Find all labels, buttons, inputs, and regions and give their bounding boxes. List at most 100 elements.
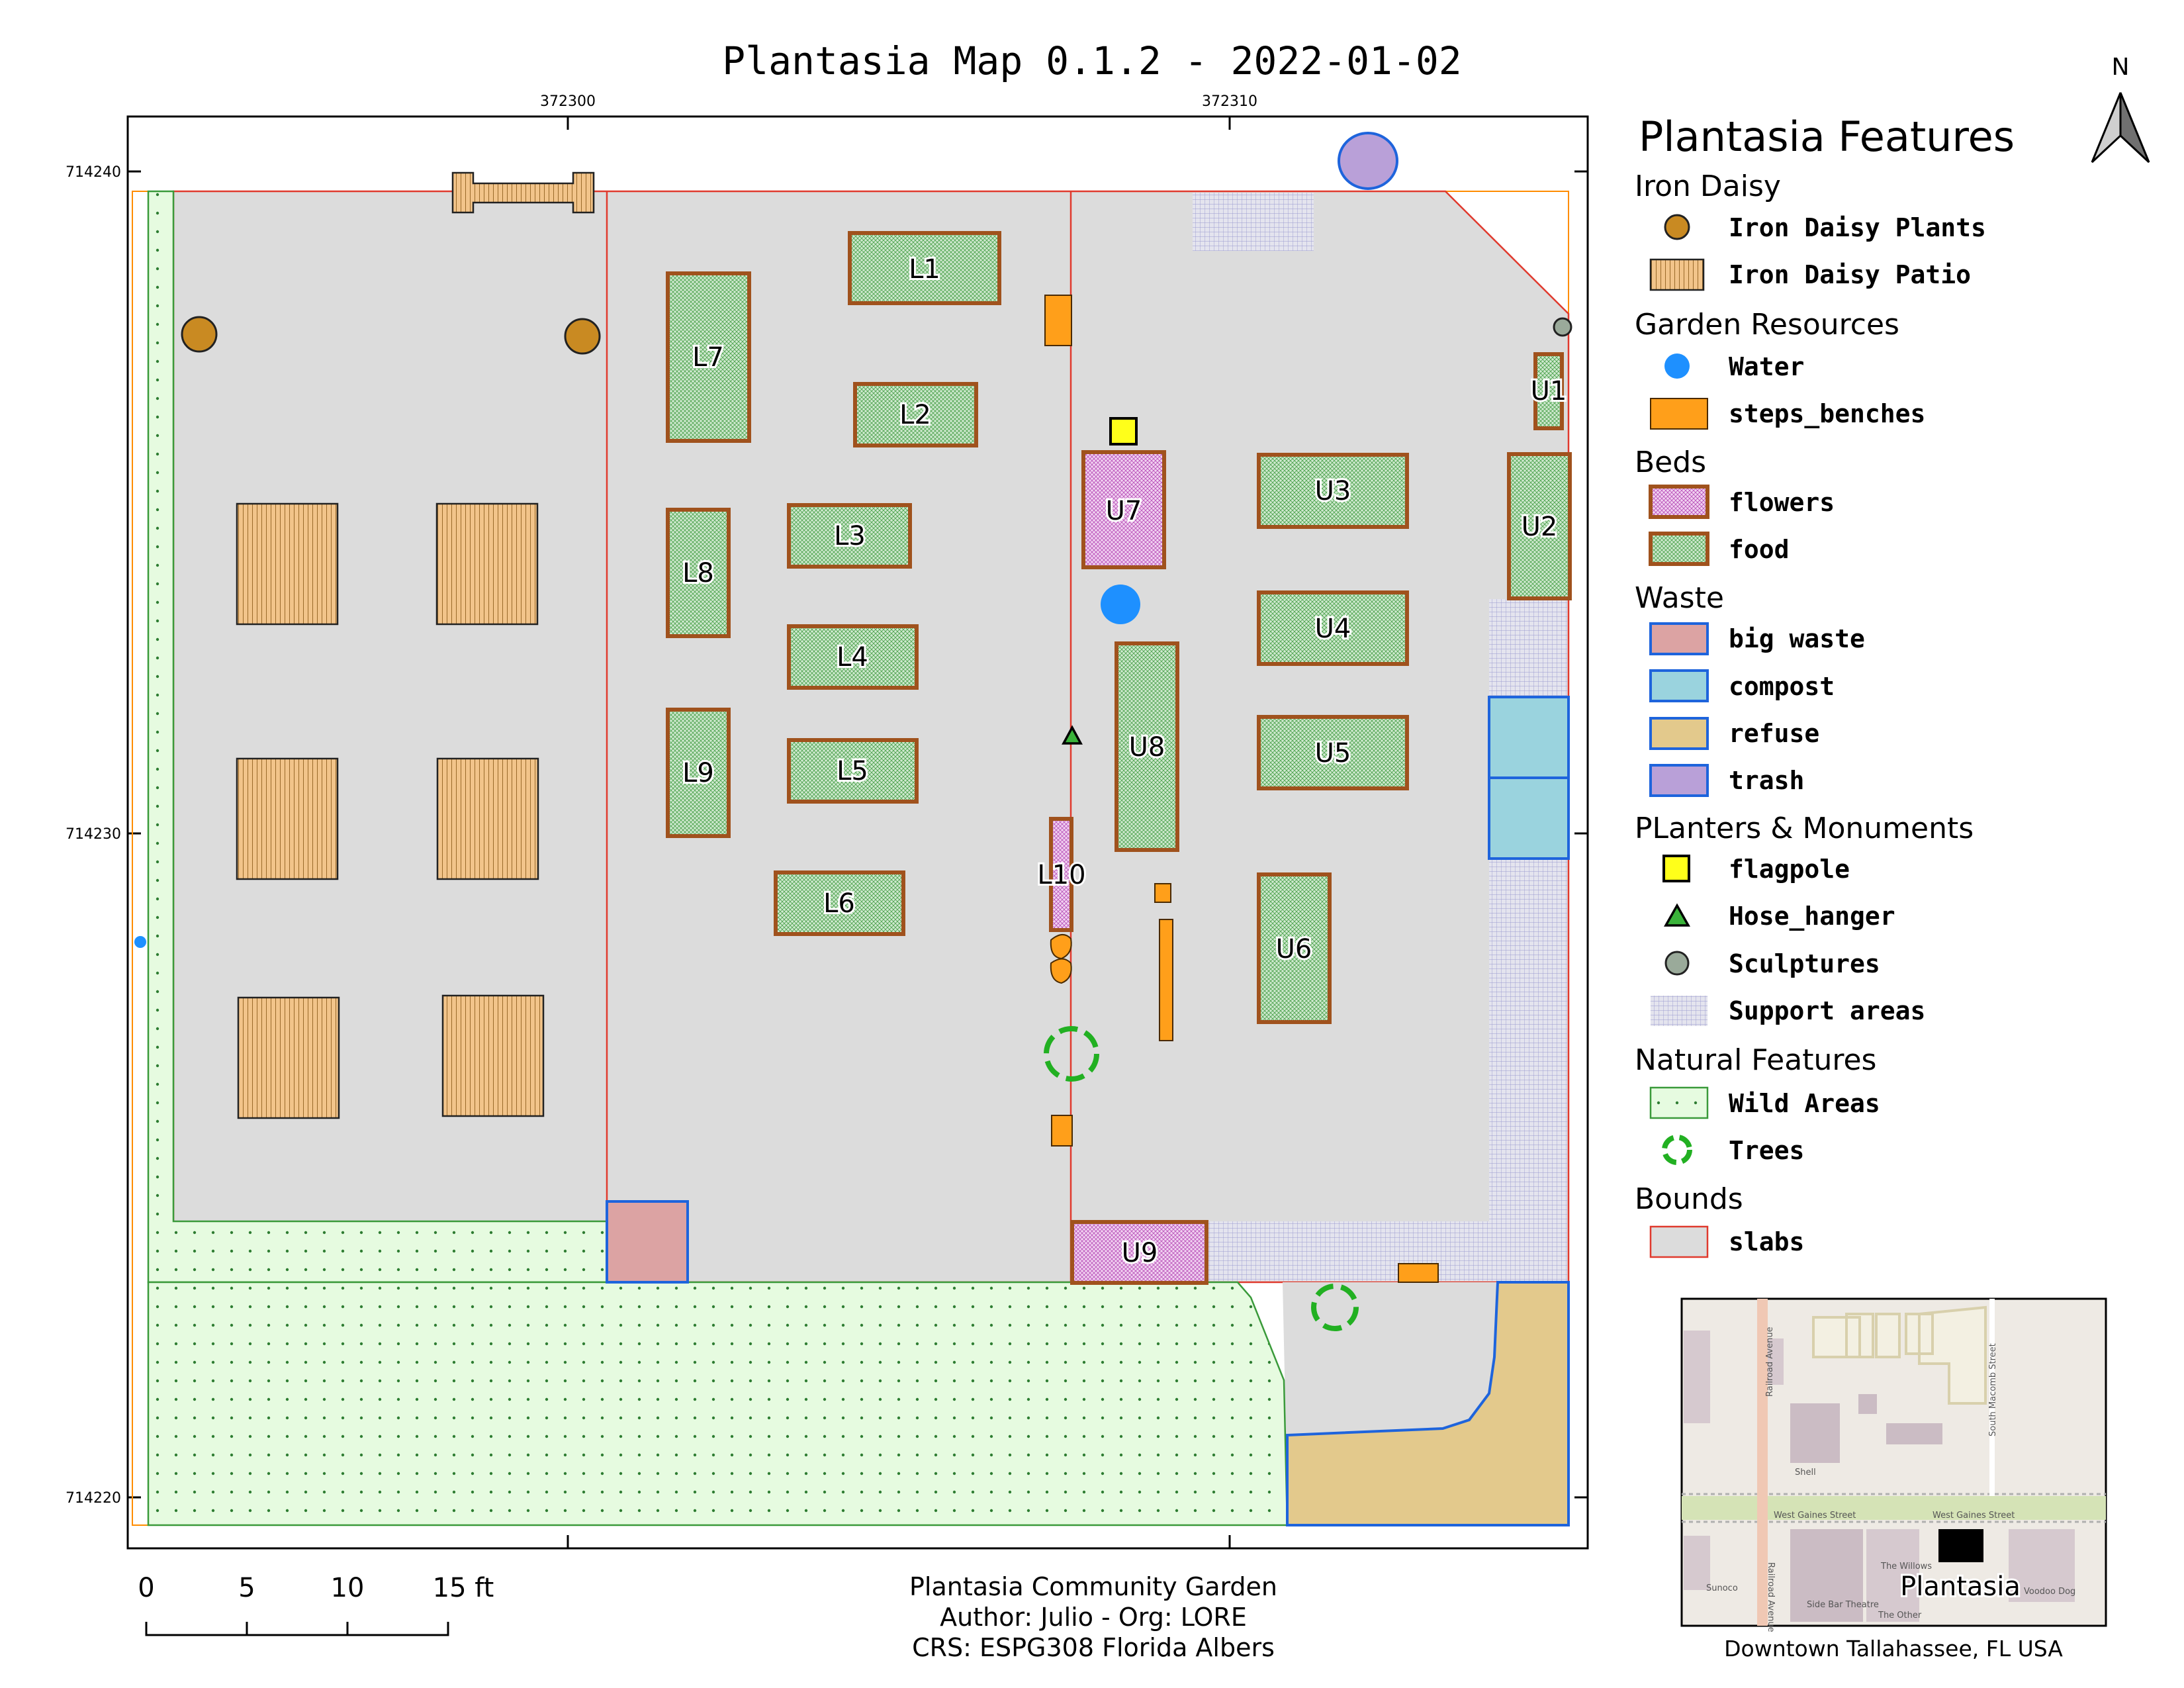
- legend-item-label: Water: [1729, 352, 1804, 381]
- inset-caption: Downtown Tallahassee, FL USA: [1724, 1636, 2063, 1662]
- inset-site-label: Plantasia: [1900, 1571, 2021, 1602]
- legend-symbol-big-waste: [1649, 622, 1709, 655]
- legend: Plantasia Features Iron Daisy Iron Daisy…: [1635, 113, 2015, 1258]
- legend-symbol-trees: [1662, 1135, 1692, 1165]
- legend-item-label: Iron Daisy Plants: [1729, 213, 1986, 242]
- flower-beds: [1049, 450, 1208, 1285]
- legend-item-label: Sculptures: [1729, 949, 1880, 978]
- legend-symbol-water: [1664, 353, 1690, 379]
- legend-symbol-flowers: [1649, 485, 1709, 519]
- waste-areas: [606, 132, 1570, 1526]
- legend-symbol-support-areas: [1651, 996, 1707, 1026]
- legend-symbol-refuse: [1649, 717, 1709, 750]
- legend-item-label: Trees: [1729, 1136, 1804, 1165]
- legend-item-label: slabs: [1729, 1227, 1804, 1256]
- sculpture: [1553, 317, 1572, 337]
- legend-group-title: PLanters & Monuments: [1635, 812, 1974, 845]
- trees: [1044, 1026, 1359, 1331]
- legend-item-label: Wild Areas: [1729, 1089, 1880, 1118]
- bed-label-L4: L4: [837, 642, 868, 673]
- inset-street-gaines-east: West Gaines Street: [1933, 1511, 2015, 1521]
- legend-symbol-iron-daisy-plants: [1664, 214, 1690, 240]
- inset-street-railroad-south: Railroad Avenue: [1766, 1562, 1776, 1632]
- legend-item-label: compost: [1729, 672, 1835, 701]
- y-tick-label-714230: 714230: [66, 826, 121, 843]
- hose-hanger: [1062, 725, 1083, 745]
- inset-poi-shell: Shell: [1795, 1468, 1816, 1477]
- credits: Plantasia Community Garden Author: Julio…: [909, 1572, 1277, 1662]
- legend-item-label: steps_benches: [1729, 399, 1925, 428]
- inset-map: Plantasia Railroad Avenue South Macomb S…: [1680, 1297, 2107, 1662]
- bed-label-U4: U4: [1315, 614, 1351, 644]
- bed-label-U8: U8: [1129, 732, 1165, 763]
- bed-label-U9: U9: [1122, 1238, 1158, 1268]
- bed-label-U6: U6: [1276, 934, 1312, 964]
- legend-title: Plantasia Features: [1639, 113, 2015, 161]
- legend-item-label: big waste: [1729, 624, 1865, 653]
- bed-label-L9: L9: [682, 758, 714, 788]
- legend-symbol-flagpole: [1662, 855, 1690, 882]
- scale-bar: 0 5 10 15 ft: [138, 1573, 494, 1636]
- scale-label-15ft: 15 ft: [433, 1573, 494, 1603]
- credit-line-3: CRS: ESPG308 Florida Albers: [912, 1633, 1275, 1662]
- legend-symbol-food: [1649, 532, 1709, 566]
- legend-group-title: Bounds: [1635, 1182, 1743, 1216]
- y-tick-label-714240: 714240: [66, 164, 121, 181]
- legend-group-title: Waste: [1635, 581, 1724, 615]
- legend-item-label: food: [1729, 535, 1790, 564]
- bed-label-L7: L7: [692, 342, 724, 373]
- scale-label-10: 10: [331, 1573, 365, 1603]
- flagpole: [1109, 417, 1138, 445]
- legend-symbol-steps-benches: [1650, 398, 1708, 430]
- legend-item-label: refuse: [1729, 719, 1819, 748]
- legend-item-label: flowers: [1729, 488, 1835, 517]
- legend-item-label: trash: [1729, 766, 1804, 795]
- legend-symbol-slabs: [1649, 1225, 1709, 1258]
- legend-symbol-compost: [1649, 669, 1709, 702]
- y-tick-label-714220: 714220: [66, 1490, 121, 1507]
- bed-label-L6: L6: [823, 888, 855, 919]
- scale-label-5: 5: [238, 1573, 255, 1603]
- bed-label-U7: U7: [1106, 496, 1142, 526]
- legend-group-title: Natural Features: [1635, 1043, 1876, 1077]
- bed-label-L10: L10: [1037, 860, 1085, 890]
- credit-line-2: Author: Julio - Org: LORE: [940, 1603, 1247, 1632]
- x-tick-label-372310: 372310: [1202, 93, 1257, 110]
- iron-daisy-plants: [181, 316, 601, 355]
- food-beds: [666, 231, 1572, 1024]
- legend-item-label: Support areas: [1729, 996, 1925, 1025]
- legend-item-label: flagpole: [1729, 855, 1850, 884]
- bed-label-L5: L5: [837, 756, 868, 786]
- credit-line-1: Plantasia Community Garden: [909, 1572, 1277, 1601]
- inset-street-macomb: South Macomb Street: [1988, 1343, 1998, 1436]
- x-tick-label-372300: 372300: [540, 93, 596, 110]
- legend-item-label: Hose_hanger: [1729, 902, 1895, 931]
- north-arrow: N: [2091, 54, 2150, 164]
- inset-street-gaines-west: West Gaines Street: [1774, 1511, 1856, 1521]
- bed-label-L1: L1: [909, 254, 940, 285]
- legend-symbol-trash: [1649, 764, 1709, 797]
- bed-label-U2: U2: [1522, 512, 1558, 542]
- steps-benches: [1044, 295, 1439, 1283]
- legend-symbol-hose-hanger: [1663, 903, 1691, 927]
- legend-group-title: Beds: [1635, 445, 1706, 479]
- inset-poi-side-bar: Side Bar Theatre: [1807, 1600, 1879, 1610]
- bed-label-L3: L3: [834, 521, 866, 551]
- inset-poi-voodoo: Voodoo Dog: [2024, 1587, 2075, 1597]
- big-waste-area: [606, 1200, 689, 1284]
- bed-label-L8: L8: [682, 558, 714, 588]
- support-areas: [1193, 193, 1567, 1281]
- inset-street-railroad-north: Railroad Avenue: [1765, 1327, 1775, 1397]
- scale-label-0: 0: [138, 1573, 154, 1603]
- compost-area-2: [1488, 776, 1570, 860]
- north-arrow-label: N: [2112, 54, 2130, 81]
- map-title: Plantasia Map 0.1.2 - 2022-01-02: [722, 38, 1461, 83]
- legend-symbol-sculptures: [1664, 951, 1690, 976]
- bed-label-L2: L2: [899, 400, 931, 430]
- bed-label-U3: U3: [1315, 476, 1351, 506]
- axis-ticks: [128, 117, 1588, 1548]
- bed-label-U5: U5: [1315, 738, 1351, 769]
- water-points: [134, 585, 1140, 948]
- legend-symbol-wild-areas: [1649, 1086, 1709, 1119]
